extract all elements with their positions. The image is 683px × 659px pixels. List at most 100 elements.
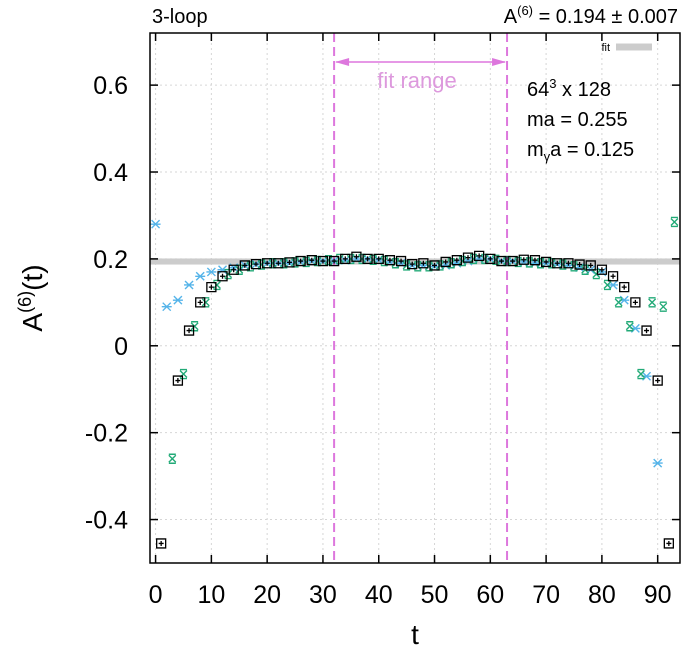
- data-point-x: [168, 453, 177, 464]
- y-tick-label: -0.2: [85, 420, 128, 448]
- data-point-square: [585, 260, 596, 271]
- data-point-x: [212, 279, 221, 291]
- y-tick-label: 0.4: [93, 159, 128, 187]
- series-x: [168, 216, 679, 464]
- data-points: [150, 216, 679, 549]
- data-point-x: [603, 279, 612, 291]
- data-point-square: [462, 252, 474, 263]
- data-point-square: [451, 255, 462, 266]
- data-point-square: [384, 255, 396, 266]
- data-point-square: [607, 271, 619, 282]
- y-axis-title-sup: (6): [15, 291, 35, 313]
- fit-range-markers: [333, 33, 509, 563]
- data-point-x: [235, 264, 244, 275]
- y-tick-label: 0: [114, 333, 128, 361]
- series-square-bar: [156, 250, 674, 549]
- x-tick-label: 40: [365, 581, 393, 609]
- corner-left-label: 3-loop: [152, 6, 208, 28]
- x-tick-label: 30: [309, 581, 337, 609]
- data-point-square: [663, 538, 674, 549]
- data-point-square: [407, 258, 418, 270]
- data-point-x: [648, 297, 657, 308]
- data-point-x: [279, 258, 288, 269]
- data-point-square: [217, 271, 228, 282]
- data-point-x: [190, 321, 199, 332]
- data-point-square: [362, 253, 373, 265]
- data-point-star: [206, 267, 217, 277]
- data-point-square: [596, 264, 608, 275]
- data-point-square: [306, 255, 317, 266]
- data-point-x: [291, 257, 300, 268]
- data-point-square: [156, 538, 167, 549]
- data-point-x: [380, 255, 389, 267]
- fit-range-arrow-head-right: [492, 58, 507, 66]
- data-point-x: [268, 258, 277, 269]
- data-point-x: [469, 253, 478, 265]
- data-point-square: [340, 253, 351, 265]
- data-point-square: [507, 255, 518, 267]
- data-point-star: [161, 302, 172, 312]
- x-tick-label: 10: [197, 581, 225, 609]
- photon-mass-label: mγa = 0.125: [527, 139, 634, 164]
- data-point-x: [625, 321, 634, 332]
- y-tick-label: 0.6: [93, 72, 128, 100]
- data-point-x: [570, 261, 578, 272]
- corner-right-sup: (6): [517, 3, 533, 18]
- lattice-size-label: 643 x 128: [527, 76, 611, 101]
- data-point-square: [529, 255, 541, 266]
- x-tick-label: 80: [588, 581, 616, 609]
- data-point-x: [369, 254, 378, 265]
- data-point-square: [395, 255, 407, 267]
- data-point-star: [652, 458, 663, 468]
- data-point-x: [224, 268, 233, 280]
- data-point-x: [302, 256, 311, 268]
- x-tick-label: 70: [532, 581, 560, 609]
- data-point-x: [525, 257, 534, 268]
- data-point-square: [652, 375, 663, 386]
- data-point-square: [250, 258, 262, 270]
- data-point-x: [313, 255, 322, 267]
- data-point-x: [458, 255, 467, 267]
- plot-frame: [149, 32, 681, 564]
- data-point-square: [273, 258, 284, 269]
- x-tick-label: 0: [149, 581, 163, 609]
- data-point-x: [413, 261, 422, 272]
- data-point-star: [184, 280, 195, 290]
- data-point-x: [335, 253, 344, 265]
- y-axis-title-rest: (t): [17, 264, 48, 290]
- corner-right-prefix: A: [504, 6, 518, 28]
- data-point-square: [485, 253, 496, 265]
- x-tick-label: 60: [476, 581, 504, 609]
- data-point-x: [436, 260, 445, 271]
- data-point-square: [619, 281, 630, 293]
- data-point-x: [659, 301, 668, 312]
- x-tick-label: 20: [253, 581, 281, 609]
- y-axis-title: A(6)(t): [15, 264, 48, 331]
- data-point-square: [351, 251, 362, 262]
- data-point-x: [402, 260, 411, 271]
- data-point-x: [581, 264, 590, 275]
- data-point-x: [491, 254, 500, 265]
- data-point-x: [536, 258, 545, 269]
- data-point-star: [150, 219, 161, 229]
- data-point-square: [317, 255, 329, 267]
- y-tick-label: 0.2: [93, 246, 128, 274]
- data-point-star: [172, 295, 183, 305]
- data-point-square: [328, 255, 340, 267]
- data-point-square: [440, 256, 451, 268]
- corner-right-rest: = 0.194 ± 0.007: [533, 6, 678, 28]
- data-point-x: [547, 258, 556, 269]
- data-point-x: [179, 368, 188, 380]
- fit-range-label: fit range: [377, 68, 457, 93]
- mass-label: ma = 0.255: [527, 109, 628, 131]
- data-point-x: [346, 253, 355, 265]
- data-point-square: [172, 375, 184, 386]
- data-point-square: [429, 260, 440, 271]
- data-point-square: [518, 254, 529, 265]
- data-point-x: [514, 256, 523, 268]
- data-point-square: [496, 255, 507, 267]
- data-point-x: [257, 259, 266, 270]
- data-point-x: [614, 297, 623, 308]
